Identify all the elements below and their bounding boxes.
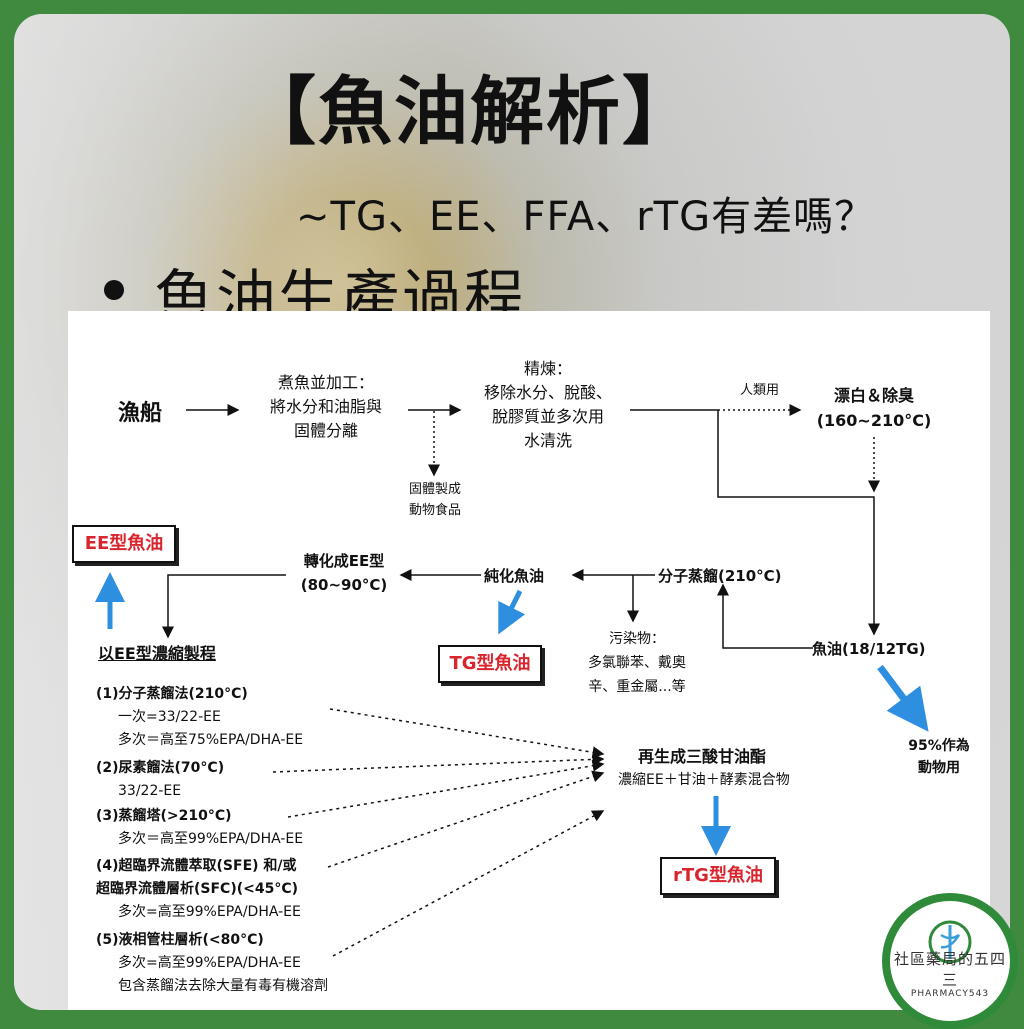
human-use-label: 人類用 [740, 383, 780, 398]
arrow-method-5 [332, 810, 605, 957]
solid-feed-step: 固體製成動物食品 [408, 482, 461, 518]
refine-step: 精煉：移除水分、脫酸、脫膠質並多次用水清洗 [483, 359, 612, 450]
method-5: (5)液相管柱層析(<80°C) 多次=高至99%EPA/DHA-EE 包含蒸餾… [96, 932, 328, 994]
pure-oil-label: 純化魚油 [484, 567, 545, 585]
arrow-refine-fishoil [717, 410, 880, 636]
arrow-method-1 [329, 708, 605, 759]
cook-step: 煮魚並加工：將水分和油脂與固體分離 [269, 373, 382, 440]
blue-arrow-to-animal [877, 664, 929, 732]
method-3: (3)蒸餾塔(>210°C) 多次＝高至99%EPA/DHA-EE [96, 808, 304, 847]
convert-step: 轉化成EE型(80~90°C) [300, 552, 388, 594]
ee-oil-box: EE型魚油 [72, 525, 176, 563]
fish-oil-label: 魚油(18/12TG) [812, 640, 926, 658]
bleach-step: 漂白＆除臭(160~210°C) [816, 386, 932, 430]
caduceus-icon [928, 920, 972, 964]
logo-name: 社區藥局的五四三 [893, 950, 1006, 989]
blue-arrow-to-tg [498, 589, 526, 635]
arrow-method-3 [287, 759, 605, 818]
arrow-fishoil-distill [717, 583, 813, 649]
tg-oil-box: TG型魚油 [438, 645, 542, 683]
animal-use-note: 95%作為動物用 [908, 738, 970, 776]
page-title: 【魚油解析】 [242, 69, 698, 155]
method-2: (2)尿素餾法(70°C) 33/22-EE [96, 760, 225, 799]
bullet-dot-icon [104, 280, 124, 300]
pollutants-note: 污染物：多氯聯苯、戴奧辛、重金屬...等 [588, 631, 686, 695]
process-diagram: 漁船 煮魚並加工：將水分和油脂與固體分離 精煉：移除水分、脫酸、脫膠質並多次用水… [68, 311, 990, 1010]
ee-process-heading: 以EE型濃縮製程 [98, 644, 216, 663]
arrow-method-2 [272, 753, 605, 773]
method-1: (1)分子蒸餾法(210°C) 一次=33/22-EE 多次＝高至75%EPA/… [96, 686, 304, 748]
rtg-oil-box: rTG型魚油 [660, 857, 776, 895]
logo-subtitle: PHARMACY543 [910, 989, 990, 999]
regen-mixture: 濃縮EE＋甘油＋酵素混合物 [618, 772, 790, 788]
regen-step: 再生成三酸甘油酯 [638, 747, 767, 766]
boat-label: 漁船 [118, 401, 163, 426]
method-4: (4)超臨界流體萃取(SFE) 和/或 超臨界流體層析(SFC)(<45°C) … [96, 858, 301, 920]
diagram-arrows [95, 404, 929, 957]
arrow-convert-process [162, 574, 286, 639]
distill-step: 分子蒸餾(210°C) [658, 567, 782, 585]
pharmacy-logo: 社區藥局的五四三 PHARMACY543 [882, 893, 1018, 1029]
page-subtitle: ~TG、EE、FFA、rTG有差嗎？ [296, 194, 876, 240]
arrow-method-4 [327, 770, 605, 868]
